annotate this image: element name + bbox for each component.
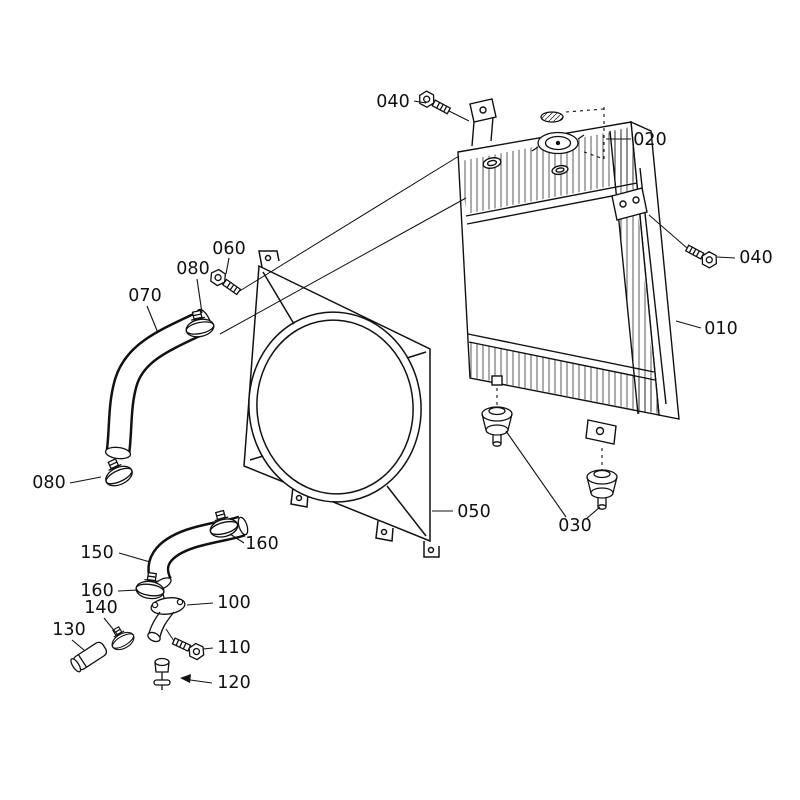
radiator bbox=[457, 98, 680, 445]
bolt-060 bbox=[206, 266, 244, 299]
label-110: 110 bbox=[217, 638, 250, 658]
radiator-inlet-neck bbox=[482, 157, 502, 169]
clamp-080-left bbox=[98, 454, 136, 491]
radiator-top-bracket bbox=[469, 98, 497, 147]
label-080-left: 080 bbox=[32, 473, 65, 493]
shroud-tab-bottom-right bbox=[423, 541, 440, 558]
mounting-cushion-left bbox=[481, 406, 513, 447]
label-080-top: 080 bbox=[176, 259, 209, 279]
label-140: 140 bbox=[84, 598, 117, 618]
upper-hose bbox=[104, 308, 212, 460]
label-030: 030 bbox=[558, 516, 591, 536]
label-160-left: 160 bbox=[80, 581, 113, 601]
leader-lines bbox=[69, 100, 736, 684]
cap-callout-lines bbox=[565, 107, 631, 163]
label-060: 060 bbox=[212, 239, 245, 259]
cap-gasket bbox=[540, 111, 564, 123]
label-050: 050 bbox=[457, 502, 490, 522]
joint-pipe bbox=[147, 588, 186, 643]
drain-cock bbox=[153, 657, 171, 690]
mounting-cushion-right bbox=[586, 469, 618, 510]
bolt-110 bbox=[170, 633, 208, 662]
label-100: 100 bbox=[217, 593, 250, 613]
filler-neck bbox=[551, 164, 569, 176]
label-010: 010 bbox=[704, 319, 737, 339]
label-120: 120 bbox=[217, 673, 250, 693]
radiator-cap bbox=[531, 111, 585, 155]
assembly-centerlines bbox=[165, 110, 688, 642]
label-130: 130 bbox=[52, 620, 85, 640]
label-040-right: 040 bbox=[739, 248, 772, 268]
clamp-140 bbox=[104, 621, 138, 654]
fan-shroud bbox=[243, 250, 440, 558]
shroud-tab-bottom-left bbox=[290, 486, 309, 508]
part-labels: 040 020 040 010 060 080 070 080 050 030 … bbox=[32, 92, 772, 693]
bolt-040-top bbox=[415, 88, 453, 118]
label-020: 020 bbox=[633, 130, 666, 150]
overflow-tube bbox=[70, 641, 108, 673]
label-070: 070 bbox=[128, 286, 161, 306]
shroud-tab-top-left bbox=[258, 250, 280, 268]
radiator-bottom-bracket bbox=[585, 419, 617, 445]
arrowhead-120 bbox=[180, 674, 191, 683]
label-040-top: 040 bbox=[376, 92, 409, 112]
bolt-040-right bbox=[683, 241, 721, 271]
radiator-bottom-stub bbox=[491, 375, 503, 386]
shroud-fan-opening bbox=[248, 311, 422, 503]
label-150: 150 bbox=[80, 543, 113, 563]
shroud-tab-bottom-mid bbox=[375, 520, 394, 542]
radiator-side-bracket bbox=[611, 187, 648, 221]
label-160-right: 160 bbox=[245, 534, 278, 554]
